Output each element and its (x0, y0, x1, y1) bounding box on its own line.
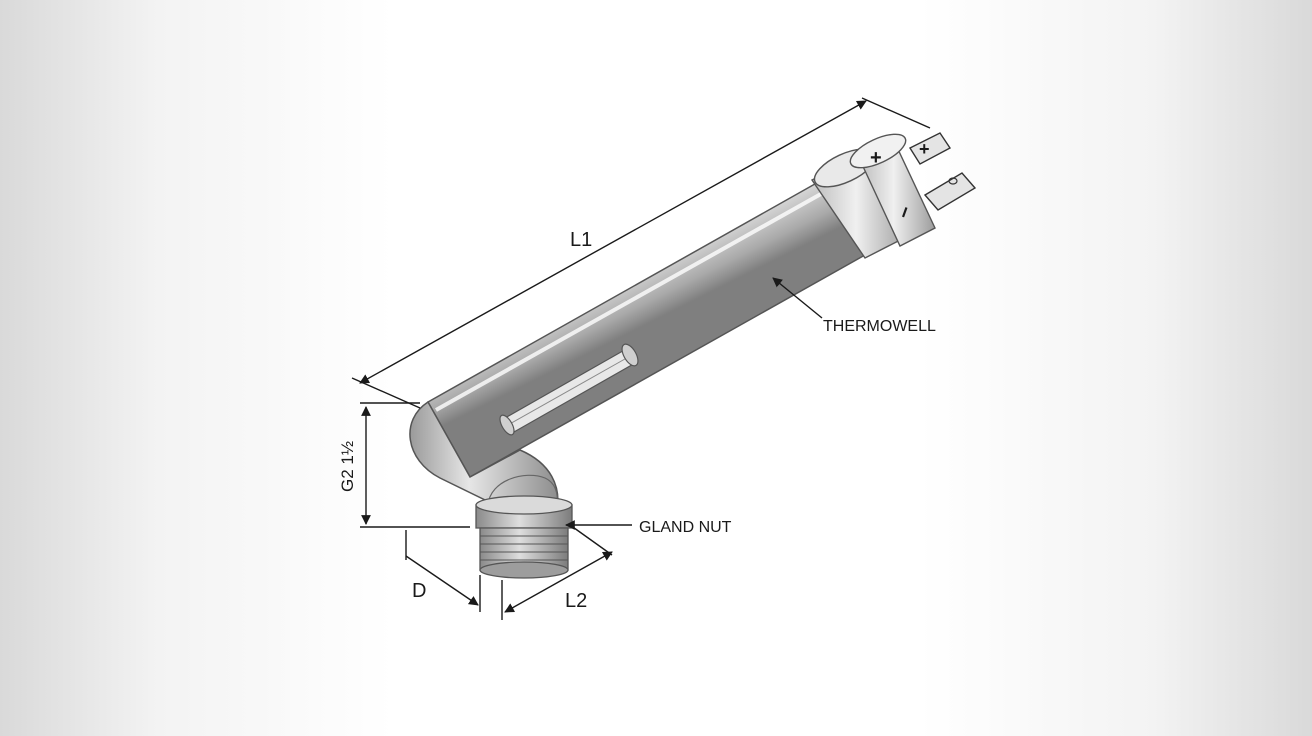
thermowell-leader (772, 277, 823, 319)
label-plus-pin: + (919, 139, 930, 159)
dimension-d (405, 530, 481, 612)
label-thermowell: THERMOWELL (823, 318, 936, 335)
label-g-thread: G2 1½ (338, 441, 357, 492)
gland-nut (475, 495, 573, 579)
label-plus-cap: + (870, 147, 882, 169)
dimension-l2 (501, 524, 613, 620)
dimension-g-thread (360, 402, 470, 528)
label-d: D (412, 580, 426, 602)
terminal-pins (908, 132, 977, 211)
label-l1: L1 (570, 229, 592, 251)
label-l2: L2 (565, 590, 587, 612)
label-gland-nut: GLAND NUT (639, 519, 732, 536)
thermowell-tube (426, 178, 867, 479)
